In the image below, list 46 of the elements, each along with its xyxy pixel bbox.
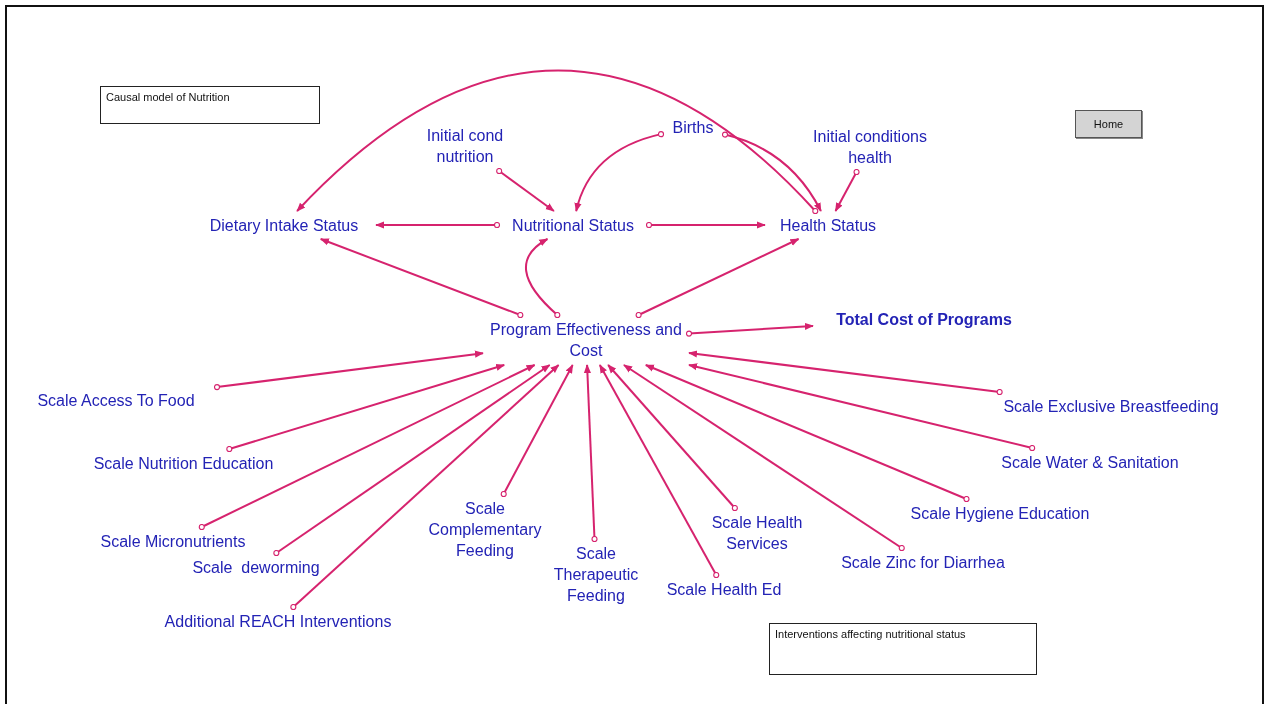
variable-label: Dietary Intake Status bbox=[195, 214, 373, 236]
arrow bbox=[688, 350, 1003, 396]
arrow bbox=[622, 364, 905, 552]
arrow bbox=[644, 364, 970, 503]
box-label: Causal model of Nutrition bbox=[106, 91, 231, 103]
arrow bbox=[598, 364, 720, 579]
variable-label: Scale Hygiene Education bbox=[892, 502, 1108, 524]
arrow bbox=[645, 221, 766, 229]
arrow bbox=[721, 131, 822, 212]
box-label: Interventions affecting nutritional status bbox=[775, 628, 967, 640]
arrow bbox=[525, 238, 561, 319]
variable-label: Health Status bbox=[768, 214, 888, 236]
arrow bbox=[834, 168, 860, 212]
arrow bbox=[296, 69, 819, 215]
variable-label: Scale Zinc for Diarrhea bbox=[823, 551, 1023, 573]
variable-label: Program Effectiveness and Cost bbox=[486, 318, 686, 362]
variable-label: Additional REACH Interventions bbox=[143, 610, 413, 632]
variable-label: Total Cost of Programs bbox=[816, 308, 1032, 330]
arrow bbox=[583, 364, 598, 543]
variable-label: Scale Exclusive Breastfeeding bbox=[982, 395, 1240, 417]
arrow bbox=[319, 238, 524, 319]
arrow bbox=[607, 364, 738, 512]
variable-label: Scale Micronutrients bbox=[84, 530, 262, 552]
variable-label: Scale Water & Sanitation bbox=[982, 451, 1198, 473]
variable-label: Initial cond nutrition bbox=[410, 124, 520, 168]
arrow bbox=[290, 364, 560, 611]
arrow bbox=[496, 167, 555, 212]
home-button: Home bbox=[1075, 110, 1142, 138]
variable-label: Scale Health Ed bbox=[653, 578, 795, 600]
arrow bbox=[198, 364, 536, 531]
variable-label: Nutritional Status bbox=[500, 214, 646, 236]
variable-label: Births bbox=[664, 117, 722, 137]
arrow bbox=[500, 364, 574, 498]
arrow bbox=[226, 363, 506, 453]
variable-label: Initial conditions health bbox=[795, 125, 945, 169]
arrow bbox=[688, 363, 1036, 452]
variable-label: Scale Health Services bbox=[700, 511, 814, 555]
arrow bbox=[685, 322, 814, 337]
variable-label: Scale Access To Food bbox=[18, 389, 214, 411]
variable-label: Scale Nutrition Education bbox=[74, 452, 293, 474]
arrow bbox=[273, 364, 551, 557]
arrow bbox=[574, 131, 665, 212]
arrow bbox=[635, 238, 800, 319]
variable-label: Scale deworming bbox=[178, 556, 334, 578]
arrow bbox=[375, 221, 501, 229]
arrow bbox=[213, 350, 484, 391]
